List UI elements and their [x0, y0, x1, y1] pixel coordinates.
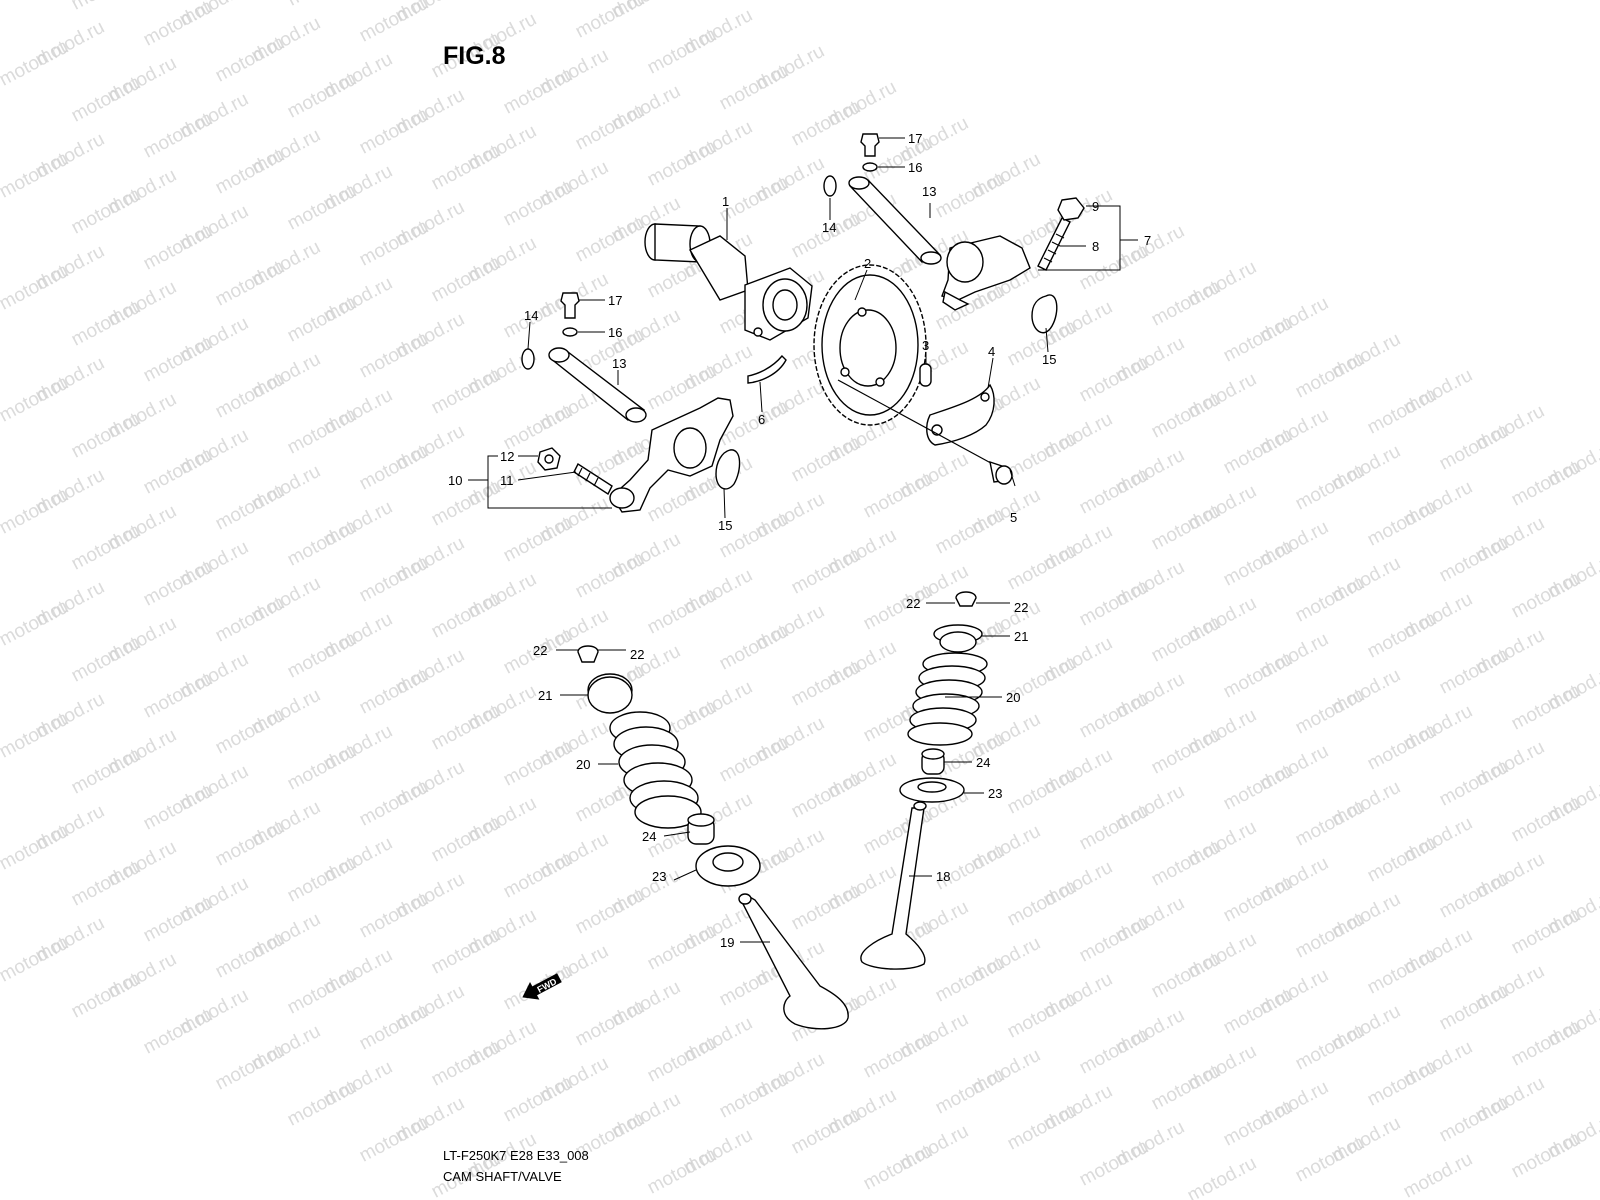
callout-21-right: 21	[1014, 629, 1028, 644]
cotter-right	[955, 591, 977, 607]
adjusting-screw-left	[573, 462, 613, 496]
callout-14-upper: 14	[822, 220, 836, 235]
callout-16-upper: 16	[908, 160, 922, 175]
callout-21-left: 21	[538, 688, 552, 703]
callout-24-right: 24	[976, 755, 990, 770]
sprocket-bolt	[837, 379, 1013, 485]
callout-2: 2	[864, 256, 871, 271]
callout-7: 7	[1144, 233, 1151, 248]
callout-23-right: 23	[988, 786, 1002, 801]
decomp-bracket	[926, 383, 995, 446]
callout-3: 3	[922, 338, 929, 353]
valve-stack-right	[860, 591, 988, 970]
callout-24-left: 24	[642, 829, 656, 844]
retainer-right	[933, 624, 983, 653]
washer-lower	[562, 327, 578, 337]
callout-23-left: 23	[652, 869, 666, 884]
callout-20-right: 20	[1006, 690, 1020, 705]
rocker-shaft-lower	[548, 347, 647, 423]
callout-12: 12	[500, 449, 514, 464]
stem-seal-right	[921, 748, 945, 775]
callout-15-left: 15	[718, 518, 732, 533]
valve-stack-left	[577, 645, 849, 1030]
cotter-left	[577, 645, 599, 663]
callout-18: 18	[936, 869, 950, 884]
callout-6: 6	[758, 412, 765, 427]
gasket-left	[715, 449, 741, 490]
callout-labels: 1 2 3 4 5 6 7 8 9 10 11 12 13 13 14 14 1…	[448, 131, 1151, 950]
callout-9: 9	[1092, 199, 1099, 214]
spring-seat-left	[695, 845, 761, 887]
callout-15-right: 15	[1042, 352, 1056, 367]
c-ring	[747, 354, 787, 384]
callout-22-right-b: 22	[1014, 600, 1028, 615]
callout-11: 11	[500, 473, 514, 488]
callout-5: 5	[1010, 510, 1017, 525]
valve-spring-right	[907, 652, 988, 746]
callout-13-upper: 13	[922, 184, 936, 199]
callout-4: 4	[988, 344, 995, 359]
callout-22-right-a: 22	[906, 596, 920, 611]
callout-17-upper: 17	[908, 131, 922, 146]
callout-10: 10	[448, 473, 462, 488]
spring-seat-right	[899, 777, 965, 803]
callout-19: 19	[720, 935, 734, 950]
callout-13-lower: 13	[612, 356, 626, 371]
camshaft	[644, 223, 813, 341]
callout-8: 8	[1092, 239, 1099, 254]
shaft-bolt-upper	[860, 133, 880, 157]
gasket-right	[1031, 294, 1058, 334]
lock-nut	[1057, 197, 1085, 221]
pin	[919, 363, 932, 387]
callout-20-left: 20	[576, 757, 590, 772]
figure-title: FIG.8	[443, 42, 506, 70]
cam-sprocket	[813, 264, 927, 426]
callout-22-left-a: 22	[533, 643, 547, 658]
adjusting-screw	[1037, 217, 1071, 271]
section-name: CAM SHAFT/VALVE	[443, 1169, 562, 1184]
intake-valve	[860, 801, 927, 970]
washer-upper	[862, 162, 878, 172]
callout-17-lower: 17	[608, 293, 622, 308]
lock-nut-left	[537, 447, 561, 471]
o-ring-upper	[823, 175, 837, 197]
callout-16-lower: 16	[608, 325, 622, 340]
rocker-shaft-upper	[848, 176, 942, 265]
model-code: LT-F250K7 E28 E33_008	[443, 1148, 589, 1163]
leader-lines	[468, 137, 1138, 943]
callout-22-left-b: 22	[630, 647, 644, 662]
fwd-arrow-icon: FWD	[522, 973, 562, 1000]
exhaust-valve	[738, 893, 849, 1030]
callout-14-lower: 14	[524, 308, 538, 323]
valve-spring-left	[609, 711, 702, 829]
o-ring-lower	[521, 348, 535, 370]
rocker-arm-left	[609, 397, 734, 513]
stem-seal-left	[687, 813, 715, 845]
rocker-arm-right	[941, 235, 1031, 311]
shaft-bolt-lower	[560, 292, 580, 319]
callout-1: 1	[722, 194, 729, 209]
